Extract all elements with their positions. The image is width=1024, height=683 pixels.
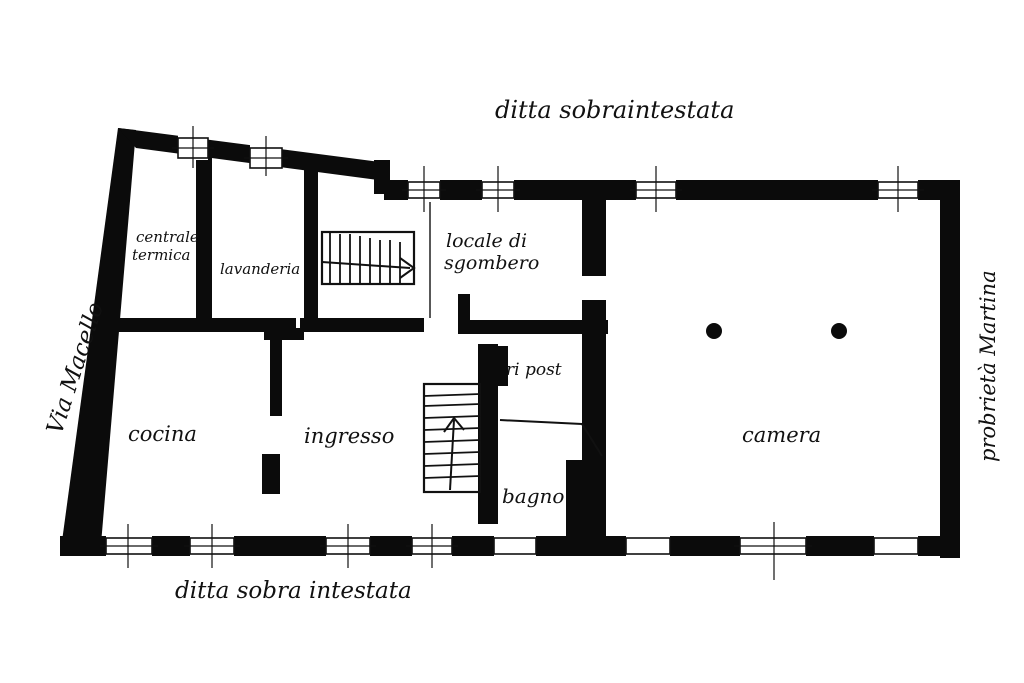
label-right-neighbor: probrietà Martina — [976, 270, 1000, 462]
room-bagno: bagno — [502, 484, 565, 508]
wall-ripostiglio-west — [494, 346, 508, 386]
column-left — [706, 323, 722, 339]
room-centrale-line1: centrale — [136, 228, 199, 246]
outer-walls — [60, 128, 960, 558]
window — [244, 136, 288, 176]
window — [630, 166, 682, 212]
label-bottom-neighbor: ditta sobra intestata — [175, 578, 412, 604]
wall-service-south — [108, 318, 296, 332]
window — [476, 166, 520, 212]
wall-cocina-ingresso-upper — [270, 332, 282, 416]
wall-lavanderia-stair — [304, 166, 318, 328]
label-top-neighbor: ditta sobraintestata — [495, 96, 735, 124]
window — [184, 524, 240, 568]
window — [402, 166, 446, 212]
window — [873, 534, 919, 558]
room-locale-line1: locale di — [446, 230, 528, 252]
window — [734, 522, 812, 580]
window — [172, 126, 214, 168]
wall-centrale-lavanderia — [196, 150, 212, 328]
window — [872, 166, 924, 212]
windows-north — [172, 126, 924, 212]
staircase-upper — [320, 230, 416, 286]
wall-camera-upper — [582, 196, 606, 276]
window — [493, 534, 537, 558]
window — [625, 534, 671, 558]
wall-north-left — [118, 128, 380, 180]
windows-south — [100, 522, 919, 580]
room-locale-line2: sgombero — [444, 252, 540, 274]
interior-walls — [108, 150, 608, 544]
window — [406, 524, 458, 568]
room-camera: camera — [742, 423, 822, 447]
staircase-lower — [422, 382, 482, 494]
thin-partitions — [429, 200, 603, 457]
window — [100, 524, 158, 568]
wall-west — [60, 128, 136, 556]
column-right — [831, 323, 847, 339]
window — [320, 524, 376, 568]
room-centrale-line2: termica — [132, 246, 191, 264]
wall-east — [940, 180, 960, 558]
wall-bagno-east — [566, 460, 586, 540]
wall-cocina-ingresso-lower — [262, 454, 280, 494]
wall-stair-east — [478, 344, 498, 524]
partition-ripostiglio-bagno — [499, 419, 583, 425]
room-lavanderia: lavanderia — [220, 260, 301, 278]
room-cocina: cocina — [128, 422, 197, 446]
partition-bagno-door — [581, 423, 603, 457]
room-ingresso: ingresso — [304, 424, 395, 448]
wall-sgombero-south — [458, 320, 608, 334]
room-ripostiglio: ri post — [506, 360, 562, 380]
wall-stair-south — [300, 318, 424, 332]
